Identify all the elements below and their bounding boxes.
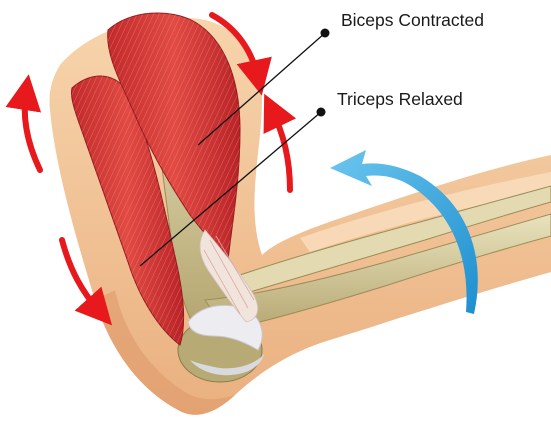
- biceps-leader-dot: [321, 29, 330, 38]
- curved-arrow-icon: [25, 92, 40, 170]
- triceps-leader-dot: [317, 108, 326, 117]
- curved-arrow-icon: [272, 110, 290, 190]
- biceps-label: Biceps Contracted: [341, 10, 484, 30]
- triceps-label: Triceps Relaxed: [337, 89, 463, 109]
